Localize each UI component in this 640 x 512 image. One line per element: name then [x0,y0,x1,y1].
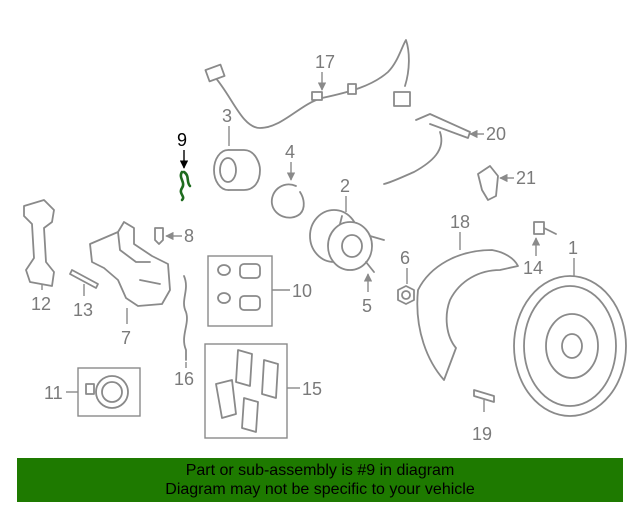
callout-7[interactable]: 7 [121,328,131,348]
banner-line-disclaimer: Diagram may not be specific to your vehi… [165,481,475,498]
callout-4[interactable]: 4 [285,142,295,162]
banner-line-part: Part or sub-assembly is #9 in diagram [185,462,455,479]
callout-3[interactable]: 3 [222,106,232,126]
part-10-piston-kit[interactable] [207,255,273,327]
part-9-wear-sensor[interactable] [179,170,192,202]
part-19-wheel-stud[interactable] [473,389,495,403]
info-banner: Part or sub-assembly is #9 in diagram Di… [17,458,623,502]
part-15-pad-kit[interactable] [204,343,288,439]
part-1-brake-rotor[interactable] [513,275,627,417]
callout-11[interactable]: 11 [44,383,63,403]
callout-10[interactable]: 10 [292,281,312,301]
callout-21[interactable]: 21 [516,168,536,188]
part-3-wheel-bearing[interactable] [213,149,261,191]
part-12-caliper-bracket[interactable] [23,199,55,287]
part-6-hub-nut[interactable] [397,285,415,305]
callout-18[interactable]: 18 [450,212,470,232]
callout-16[interactable]: 16 [174,369,194,389]
part-18-dust-shield[interactable] [416,249,519,381]
callout-1[interactable]: 1 [568,238,578,258]
callout-13[interactable]: 13 [73,300,93,320]
part-21-speed-sensor[interactable] [477,165,499,201]
callout-5[interactable]: 5 [362,296,372,316]
callout-6[interactable]: 6 [400,248,410,268]
callout-15[interactable]: 15 [302,379,322,399]
callout-14[interactable]: 14 [523,258,543,278]
part-16-sensor-wire[interactable] [183,275,188,361]
part-11-seal-kit[interactable] [77,367,141,417]
callout-20[interactable]: 20 [486,124,506,144]
part-8-bleeder[interactable] [154,227,164,245]
part-17-sensor-harness[interactable] [204,39,411,129]
part-4-snap-ring[interactable] [270,183,305,219]
callout-17[interactable]: 17 [315,52,335,72]
callout-2[interactable]: 2 [340,176,350,196]
callout-9[interactable]: 9 [177,130,187,150]
part-2-wheel-hub[interactable] [309,209,385,273]
part-20-sensor-bracket[interactable] [383,113,471,185]
callout-8[interactable]: 8 [184,226,194,246]
callout-19[interactable]: 19 [472,424,492,444]
part-13-guide-pin[interactable] [69,269,99,289]
callout-12[interactable]: 12 [31,294,51,314]
parts-diagram: 17 3 4 9 12 13 7 8 16 [23,39,627,444]
part-14-bolt[interactable] [533,221,557,235]
part-7-caliper[interactable] [89,221,171,307]
